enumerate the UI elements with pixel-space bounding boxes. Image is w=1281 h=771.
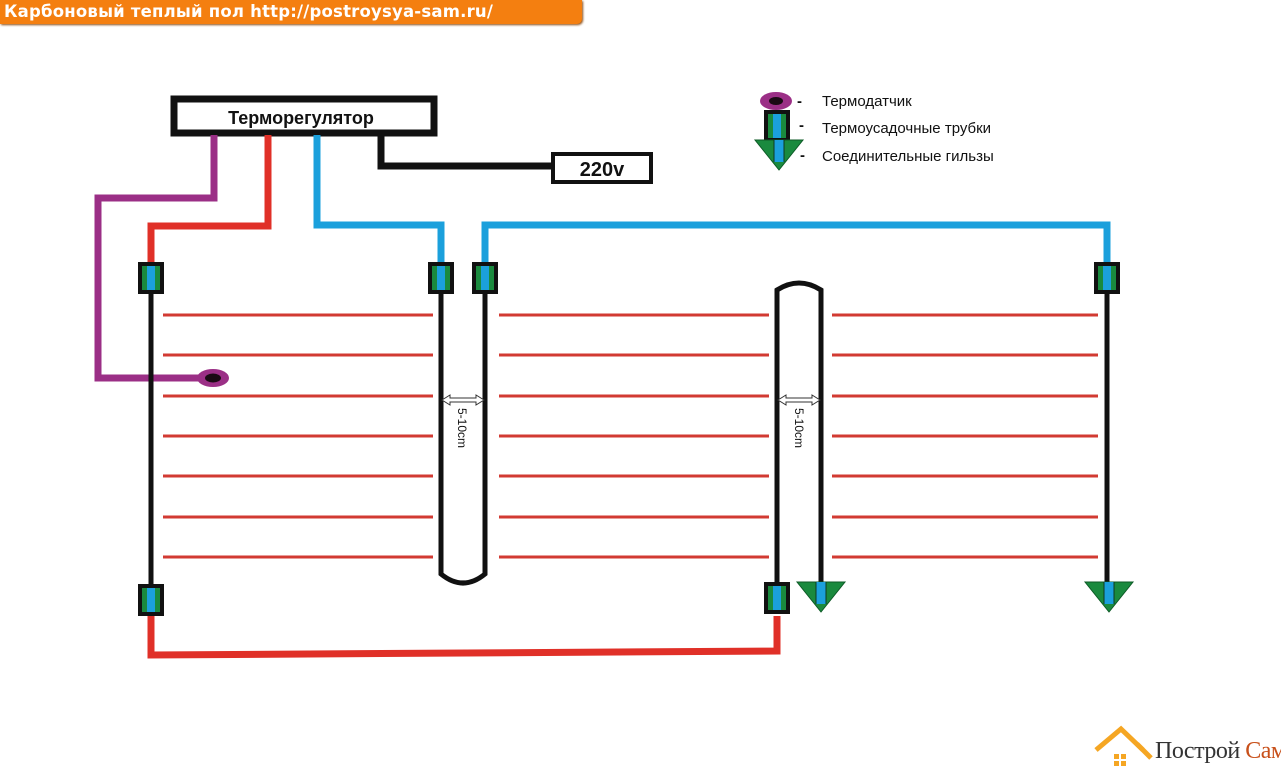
- site-logo[interactable]: Построй Сам: [1093, 724, 1281, 771]
- logo-word-2: Сам: [1245, 738, 1281, 764]
- neutral-wire-a: [313, 135, 445, 264]
- legend-label: Соединительные гильзы: [822, 148, 994, 165]
- logo-text: Построй Сам: [1155, 738, 1281, 765]
- double-arrow-icon: [441, 394, 485, 406]
- gap-indicator-1: 5-10cm: [441, 394, 485, 448]
- title-banner: Карбоновый теплый пол http://postroysya-…: [0, 0, 582, 24]
- connector-sleeve-icon: [1084, 581, 1134, 613]
- double-arrow-icon: [777, 394, 821, 406]
- sensor-wire: [94, 135, 218, 382]
- power-supply: 220v: [377, 134, 653, 184]
- legend-label: Термоусадочные трубки: [822, 120, 991, 137]
- heat-shrink-tube-icon: [472, 262, 498, 294]
- thermostat-controller: Терморегулятор: [170, 95, 438, 137]
- heat-shrink-tube-icon: [764, 582, 790, 614]
- legend-dash: -: [800, 147, 805, 164]
- legend: - Термодатчик - Термоусадочные трубки - …: [754, 92, 994, 171]
- busbar-fold-1: [438, 294, 488, 586]
- heating-strips: [163, 313, 1098, 559]
- phase-wire-top: [147, 135, 272, 262]
- legend-item-sleeve: - Соединительные гильзы: [754, 139, 994, 171]
- legend-dash: -: [799, 117, 804, 134]
- logo-word-1: Построй: [1155, 738, 1240, 764]
- connector-sleeve-icon: [796, 581, 846, 613]
- controller-box: [170, 95, 438, 137]
- title-text: Карбоновый теплый пол http://postroysya-…: [4, 2, 494, 21]
- neutral-wire-b: [481, 221, 1111, 264]
- legend-item-tube: - Термоусадочные трубки: [764, 110, 991, 142]
- controller-label: Терморегулятор: [228, 108, 374, 128]
- heat-shrink-tube-icon: [428, 262, 454, 294]
- gap-label: 5-10cm: [792, 408, 806, 448]
- legend-item-sensor: - Термодатчик: [760, 92, 912, 110]
- legend-dash: -: [797, 93, 802, 110]
- connector-sleeve-icon: [754, 139, 804, 171]
- heat-shrink-tube-icon: [138, 584, 164, 616]
- gap-indicator-2: 5-10cm: [777, 394, 821, 448]
- busbar-fold-2: [774, 280, 824, 586]
- heat-shrink-tube-icon: [764, 110, 790, 142]
- heat-shrink-tube-icon: [138, 262, 164, 294]
- power-cable: [377, 134, 553, 170]
- power-label: 220v: [580, 159, 625, 181]
- gap-label: 5-10cm: [455, 408, 469, 448]
- house-icon: [1094, 725, 1153, 766]
- phase-wire-bottom: [147, 616, 781, 659]
- power-box: [551, 152, 653, 184]
- legend-label: Термодатчик: [822, 93, 912, 110]
- heat-shrink-tube-icon: [1094, 262, 1120, 294]
- thermo-sensor: [197, 369, 229, 387]
